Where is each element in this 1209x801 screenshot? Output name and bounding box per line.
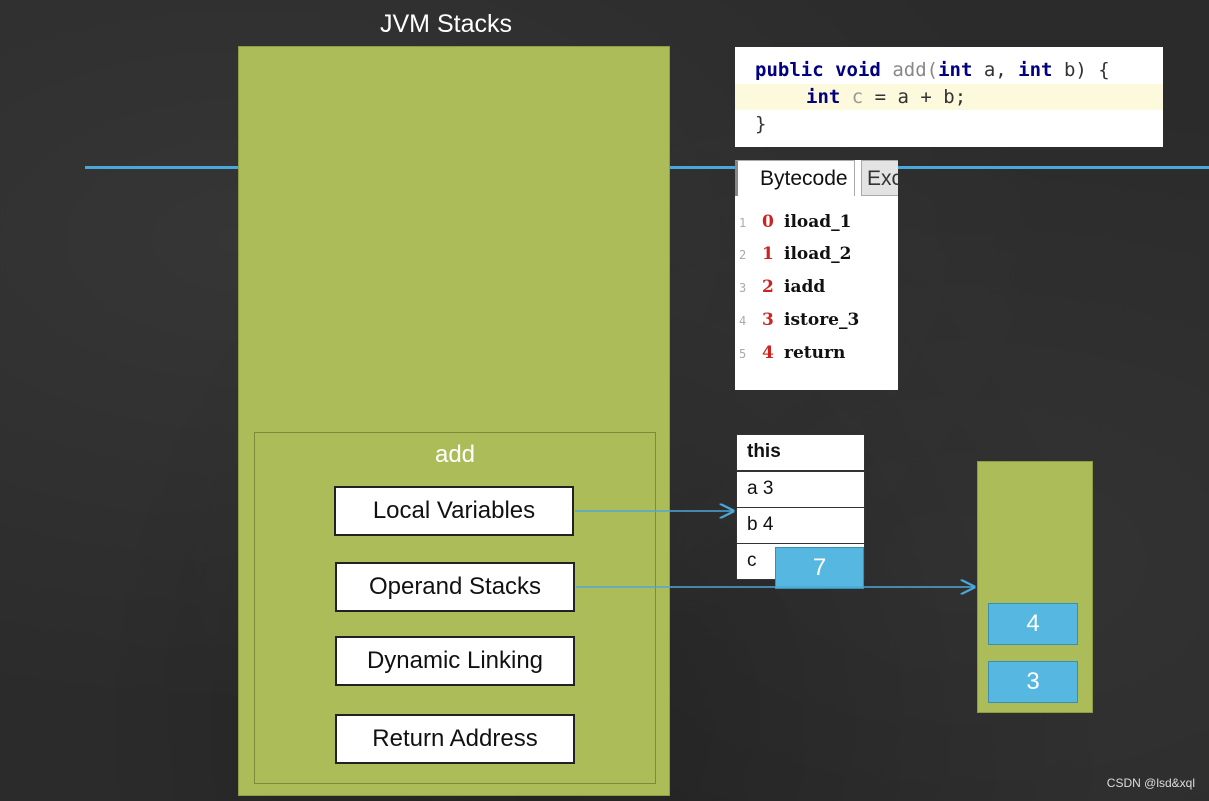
- bytecode-op: istore_3: [784, 310, 860, 330]
- bytecode-offset: 4: [762, 343, 774, 363]
- local-var-b: b 4: [736, 507, 865, 544]
- bytecode-panel: Bytecode Exc 1 0 iload_1 2 1 iload_2 3 2…: [735, 160, 898, 390]
- line-number: 2: [739, 248, 747, 262]
- tab-bytecode[interactable]: Bytecode: [735, 160, 855, 196]
- code-token: = a + b;: [863, 86, 967, 108]
- code-token: c: [840, 86, 864, 108]
- line-number: 1: [739, 216, 747, 230]
- code-token: public: [755, 59, 824, 81]
- code-token: add(: [892, 59, 939, 81]
- code-token: int: [938, 59, 973, 81]
- bytecode-op: iload_2: [784, 244, 852, 264]
- watermark: CSDN @lsd&xql: [1106, 776, 1195, 790]
- bytecode-row: 2 1 iload_2: [735, 243, 898, 273]
- bytecode-offset: 1: [762, 244, 774, 264]
- code-token: b) {: [1052, 59, 1110, 81]
- tab-exceptions[interactable]: Exc: [861, 160, 898, 196]
- operand-stacks-box: Operand Stacks: [335, 562, 575, 612]
- highlighted-line: [735, 84, 1163, 110]
- frame-title: add: [434, 441, 476, 468]
- code-token: a,: [972, 59, 1019, 81]
- bytecode-offset: 0: [762, 212, 774, 232]
- return-address-box: Return Address: [335, 714, 575, 764]
- stack-frame: [254, 432, 656, 784]
- dynamic-linking-box: Dynamic Linking: [335, 636, 575, 686]
- bytecode-row: 4 3 istore_3: [735, 309, 898, 339]
- bytecode-op: iadd: [784, 277, 826, 297]
- code-token: void: [835, 59, 881, 81]
- result-value-cell: 7: [775, 547, 864, 589]
- diagram-title: JVM Stacks: [380, 10, 512, 38]
- line-number: 4: [739, 314, 747, 328]
- local-var-this: this: [736, 434, 865, 471]
- code-line-2: int c = a + b;: [806, 86, 966, 108]
- bytecode-row: 1 0 iload_1: [735, 211, 898, 241]
- operand-stack-cell: 4: [988, 603, 1078, 645]
- bytecode-op: iload_1: [784, 212, 852, 232]
- code-token: int: [806, 86, 841, 108]
- local-variables-box: Local Variables: [334, 486, 574, 536]
- line-number: 3: [739, 281, 747, 295]
- source-code-panel: public void add(int a, int b) { int c = …: [735, 47, 1163, 147]
- bytecode-offset: 2: [762, 277, 774, 297]
- code-token: int: [1018, 59, 1053, 81]
- line-number: 5: [739, 347, 747, 361]
- bytecode-op: return: [784, 343, 846, 363]
- code-line-1: public void add(int a, int b) {: [755, 59, 1110, 81]
- bytecode-row: 3 2 iadd: [735, 276, 898, 306]
- bytecode-offset: 3: [762, 310, 774, 330]
- code-line-3: }: [755, 113, 767, 135]
- operand-stack-cell: 3: [988, 661, 1078, 703]
- bytecode-row: 5 4 return: [735, 342, 898, 372]
